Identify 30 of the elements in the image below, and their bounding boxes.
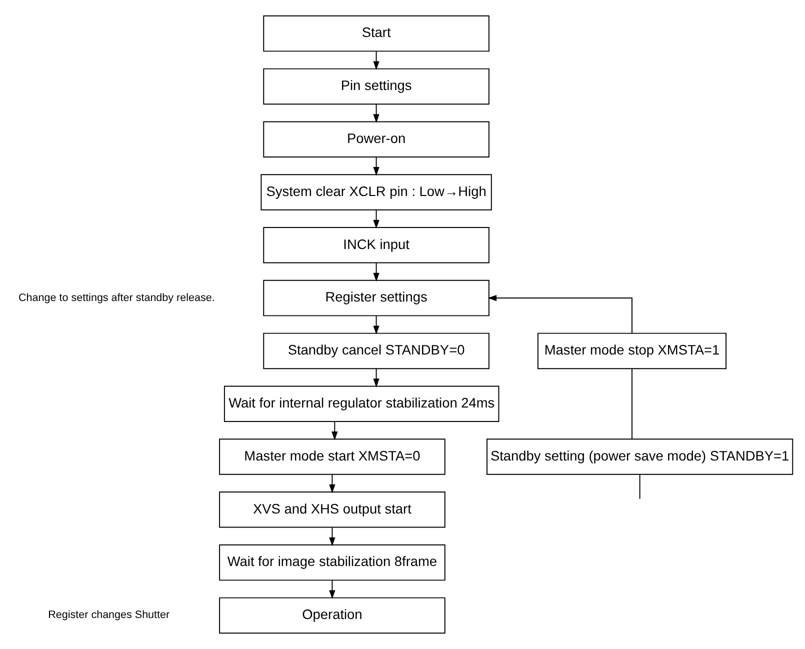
node-box: System clear XCLR pin : Low→High (260, 174, 492, 210)
arrow (488, 294, 632, 334)
arrow (332, 421, 338, 440)
connector (631, 368, 632, 440)
node-box: Wait for image stabilization 8frame (219, 544, 446, 581)
arrow (373, 104, 380, 123)
node-box: Master mode start XMSTA=0 (219, 438, 446, 475)
arrow (373, 262, 380, 282)
node-box: INCK input (263, 227, 490, 264)
node-box: Operation (219, 597, 446, 634)
arrow (329, 580, 336, 600)
node-box: Power-on (263, 121, 490, 158)
arrow (373, 50, 380, 70)
arrow (329, 474, 336, 494)
node-box: Start (263, 15, 490, 52)
node-box: Master mode stop XMSTA=1 (537, 332, 726, 370)
node-box: Standby cancel STANDBY=0 (263, 332, 490, 370)
node-box: Standby setting (power save mode) STANDBY=1 (486, 438, 794, 475)
label: Register changes Shutter (48, 609, 170, 622)
node-box: Pin settings (263, 68, 490, 105)
node-box: Wait for internal regulator stabilization 24ms (224, 386, 500, 422)
arrow (373, 368, 380, 388)
node-box: Register settings (263, 280, 490, 316)
arrow (373, 210, 380, 229)
label: Change to settings after standby release. (18, 292, 215, 304)
arrow (373, 156, 380, 176)
connector (639, 474, 640, 500)
arrow (373, 315, 380, 335)
node-box: XVS and XHS output start (219, 492, 446, 528)
arrow (329, 527, 336, 546)
